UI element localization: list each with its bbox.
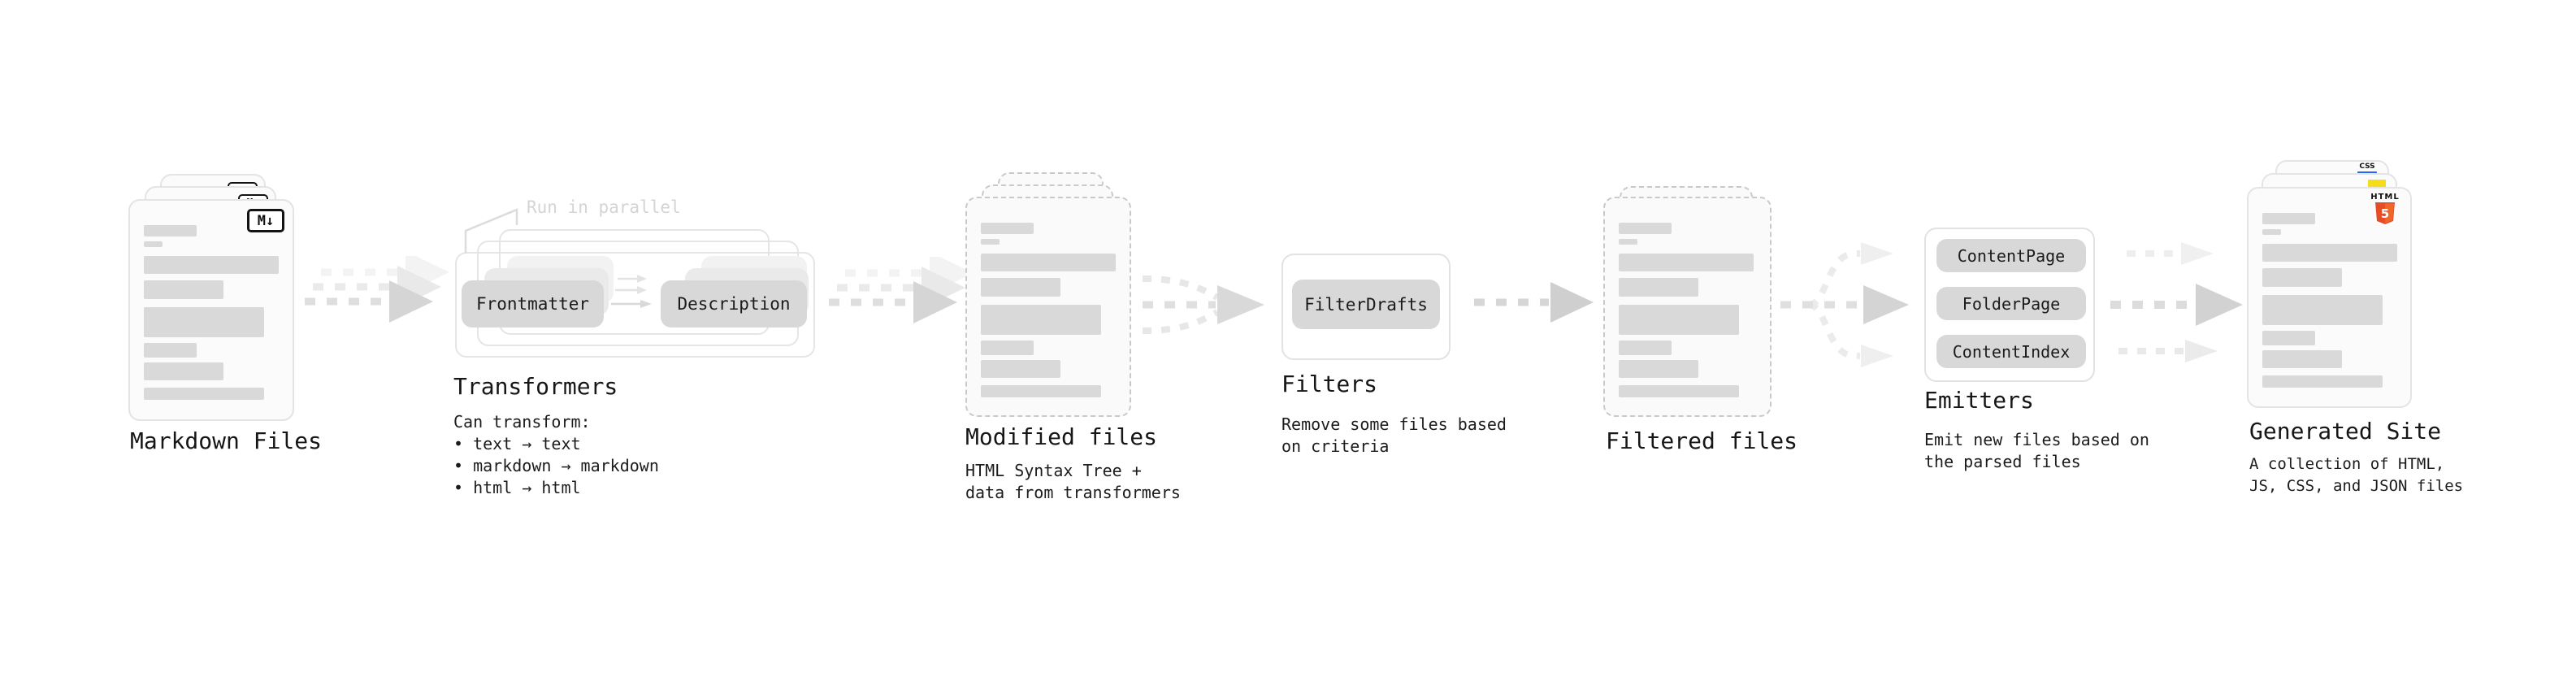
description-pill-label: Description bbox=[677, 294, 791, 314]
folderpage-pill-label: FolderPage bbox=[1962, 293, 2061, 314]
placeholder-bar bbox=[981, 340, 1034, 355]
arrow-emitters-to-site bbox=[2110, 242, 2243, 362]
html5-icon-text: HTML bbox=[2370, 193, 2400, 202]
css-icon-text: CSS bbox=[2359, 163, 2375, 171]
placeholder-bar bbox=[1619, 239, 1637, 245]
placeholder-bar bbox=[144, 241, 163, 247]
filterdrafts-pill-label: FilterDrafts bbox=[1304, 294, 1428, 314]
placeholder-bar bbox=[2262, 244, 2397, 262]
arrow-modified-to-filters bbox=[1142, 275, 1264, 334]
placeholder-bar bbox=[1619, 278, 1698, 297]
html5-shield: 5 bbox=[2375, 202, 2395, 224]
contentindex-pill: ContentIndex bbox=[1936, 335, 2086, 368]
folderpage-pill: FolderPage bbox=[1936, 287, 2086, 320]
frontmatter-pill: Frontmatter bbox=[462, 280, 604, 327]
frontmatter-pill-label: Frontmatter bbox=[475, 294, 590, 314]
placeholder-bar bbox=[144, 343, 197, 358]
run-in-parallel-annotation: Run in parallel bbox=[527, 197, 681, 217]
placeholder-bar bbox=[144, 256, 279, 274]
generated-site-description: A collection of HTML, JS, CSS, and JSON … bbox=[2249, 455, 2464, 495]
run-in-parallel-connector bbox=[464, 208, 518, 254]
placeholder-bar bbox=[981, 223, 1034, 234]
emitters-label: Emitters bbox=[1924, 387, 2034, 414]
generated-site-label: Generated Site bbox=[2249, 418, 2442, 445]
filters-container: FilterDrafts bbox=[1281, 254, 1451, 360]
filtered-files-label: Filtered files bbox=[1606, 427, 1798, 454]
transformers-description: Can transform: • text → text • markdown … bbox=[453, 412, 659, 497]
modified-files-description: HTML Syntax Tree + data from transformer… bbox=[965, 461, 1181, 502]
placeholder-bar bbox=[981, 239, 1000, 245]
placeholder-bar bbox=[1619, 360, 1698, 378]
placeholder-bar bbox=[2262, 229, 2281, 235]
html5-icon: HTML 5 bbox=[2368, 193, 2402, 225]
filters-description: Remove some files based on criteria bbox=[1281, 414, 1507, 456]
arrow-transformers-to-modified bbox=[829, 257, 974, 323]
parallel-arrows-icon bbox=[611, 275, 652, 308]
contentpage-pill: ContentPage bbox=[1936, 239, 2086, 272]
placeholder-bar bbox=[1619, 385, 1739, 397]
markdown-files-label: Markdown Files bbox=[130, 427, 323, 454]
filters-label: Filters bbox=[1281, 371, 1378, 397]
emitters-description: Emit new files based on the parsed files bbox=[1924, 430, 2149, 471]
arrow-filters-to-filtered bbox=[1474, 282, 1594, 323]
placeholder-bar bbox=[2262, 213, 2315, 224]
placeholder-bar bbox=[1619, 254, 1754, 271]
placeholder-bar bbox=[144, 280, 223, 299]
filtered-file-card-front bbox=[1603, 197, 1772, 417]
placeholder-bar bbox=[981, 360, 1060, 378]
placeholder-bar bbox=[1619, 340, 1672, 355]
arrow-filtered-to-emitters bbox=[1780, 242, 1909, 367]
placeholder-bar bbox=[981, 385, 1101, 397]
placeholder-bar bbox=[2262, 268, 2342, 287]
placeholder-bar bbox=[981, 254, 1116, 271]
placeholder-bar bbox=[2262, 331, 2315, 345]
placeholder-bar bbox=[2262, 375, 2383, 388]
transformer-box-front bbox=[455, 252, 815, 358]
placeholder-bar bbox=[1619, 305, 1739, 335]
placeholder-bar bbox=[981, 305, 1101, 335]
placeholder-bar bbox=[1619, 223, 1672, 234]
contentpage-pill-label: ContentPage bbox=[1957, 245, 2066, 266]
markdown-icon-text: M↓ bbox=[257, 212, 275, 229]
arrow-markdown-to-transformers bbox=[305, 256, 449, 323]
filterdrafts-pill: FilterDrafts bbox=[1292, 280, 1440, 329]
svg-text:5: 5 bbox=[2381, 206, 2389, 221]
placeholder-bar bbox=[2262, 350, 2342, 368]
html-file-card: HTML 5 bbox=[2247, 187, 2412, 408]
placeholder-bar bbox=[2262, 295, 2383, 325]
markdown-icon: M↓ bbox=[247, 209, 284, 232]
modified-files-label: Modified files bbox=[965, 423, 1158, 450]
placeholder-bar bbox=[144, 225, 197, 236]
contentindex-pill-label: ContentIndex bbox=[1952, 341, 2071, 362]
modified-file-card-front bbox=[965, 197, 1131, 417]
transformers-label: Transformers bbox=[453, 373, 618, 400]
emitters-container: ContentPage FolderPage ContentIndex bbox=[1924, 228, 2095, 382]
placeholder-bar bbox=[981, 278, 1060, 297]
placeholder-bar bbox=[144, 307, 264, 337]
placeholder-bar bbox=[144, 362, 223, 380]
placeholder-bar bbox=[144, 388, 264, 400]
description-pill: Description bbox=[661, 280, 807, 327]
markdown-file-card-front: M↓ bbox=[128, 199, 294, 421]
